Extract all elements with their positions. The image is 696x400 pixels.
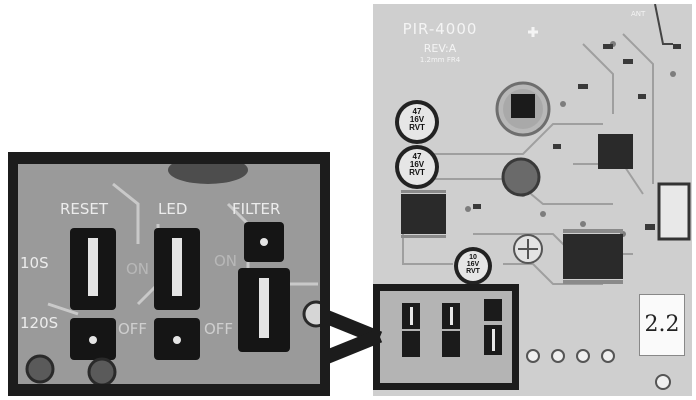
silk-led-off: OFF bbox=[118, 320, 148, 338]
capacitor-1-label: 47 16V RVT bbox=[409, 107, 425, 132]
jumper-zoom-photo: RESET LED FILTER 10S 120S ON OFF ON OFF bbox=[18, 164, 320, 384]
capacitor-2-label: 47 16V RVT bbox=[409, 152, 425, 177]
board-title: PIR-4000 bbox=[402, 20, 478, 38]
silk-reset-120s: 120S bbox=[20, 314, 59, 332]
silk-filter-off: OFF bbox=[204, 320, 234, 338]
antenna-label: ANT bbox=[631, 10, 646, 18]
silk-filter-on: ON bbox=[214, 252, 238, 270]
jumper-zoom-graphics bbox=[25, 164, 320, 384]
ic-chip-bottom bbox=[563, 234, 623, 279]
board-spec: 1.2mm FR4 bbox=[419, 56, 461, 64]
capacitor-3-label: 10 16V RVT bbox=[466, 254, 480, 275]
pcb-traces bbox=[395, 4, 691, 390]
jumper-highlight-content bbox=[380, 291, 512, 383]
board-revision: REV:A bbox=[423, 42, 457, 55]
jumper-zoom-inset: RESET LED FILTER 10S 120S ON OFF ON OFF bbox=[8, 152, 330, 396]
silk-led: LED bbox=[158, 200, 188, 218]
silk-reset-10s: 10S bbox=[20, 254, 49, 272]
silk-led-on: ON bbox=[126, 260, 150, 278]
ic-chip-left bbox=[401, 194, 446, 234]
silk-filter: FILTER bbox=[232, 200, 281, 218]
handwritten-note: 2.2 bbox=[639, 294, 685, 356]
silk-reset: RESET bbox=[60, 200, 109, 218]
jumper-highlight-frame bbox=[373, 284, 519, 390]
ic-chip-top-right bbox=[598, 134, 633, 169]
